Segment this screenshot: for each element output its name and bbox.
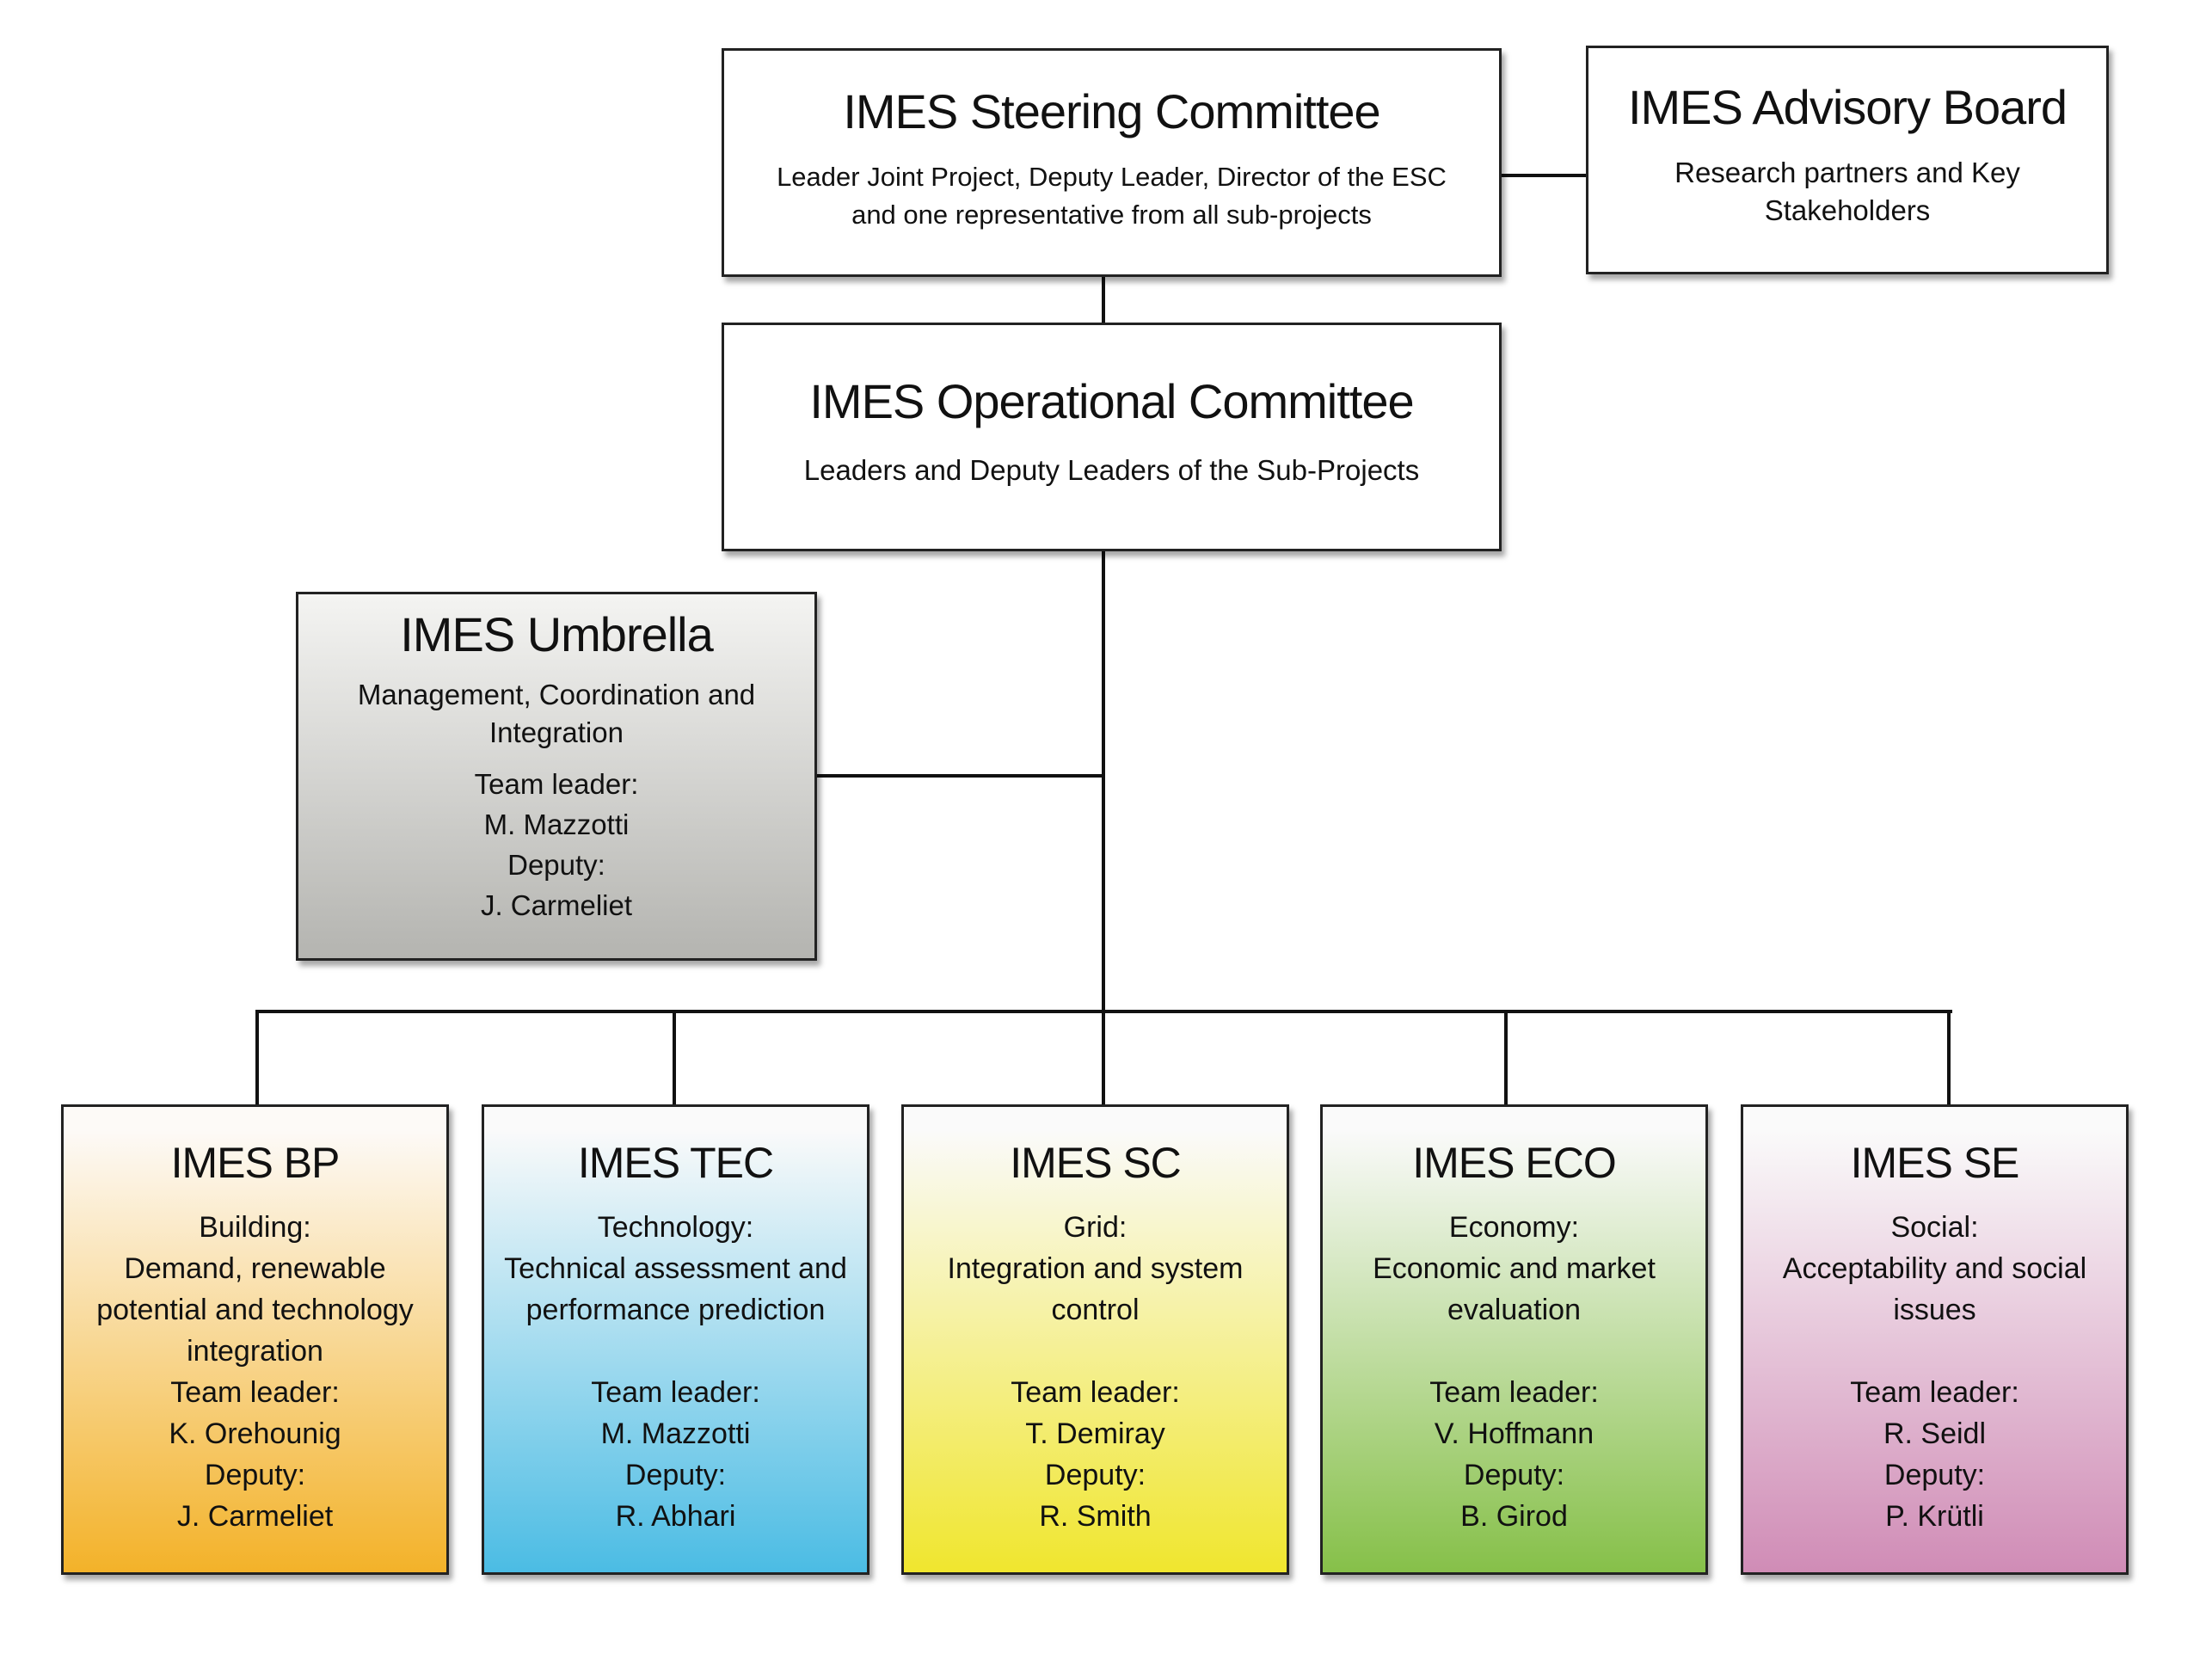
leader-label: Team leader: bbox=[591, 1376, 760, 1409]
deputy-name: J. Carmeliet bbox=[480, 889, 633, 921]
umbrella-title: IMES Umbrella bbox=[400, 607, 714, 661]
unit-description-line: Integration and system bbox=[947, 1252, 1244, 1285]
unit-title: IMES TEC bbox=[577, 1139, 774, 1187]
leader-name: R. Seidl bbox=[1883, 1417, 1987, 1450]
unit-description-line: control bbox=[1051, 1294, 1140, 1326]
unit-area: Technology: bbox=[597, 1211, 754, 1244]
operational-title: IMES Operational Committee bbox=[809, 374, 1414, 428]
leader-name: M. Mazzotti bbox=[483, 808, 630, 840]
unit-box-sc: IMES SC Grid: Integration and system contro… bbox=[901, 1104, 1289, 1575]
umbrella-people: Team leader: M. Mazzotti Deputy: J. Carm… bbox=[298, 764, 814, 925]
leader-label: Team leader: bbox=[1011, 1376, 1180, 1409]
unit-title: IMES ECO bbox=[1412, 1139, 1616, 1187]
deputy-label: Deputy: bbox=[1044, 1459, 1146, 1491]
umbrella-line: Integration bbox=[489, 716, 624, 748]
deputy-label: Deputy: bbox=[624, 1459, 727, 1491]
unit-description-line: Demand, renewable bbox=[124, 1252, 386, 1285]
unit-box-bp: IMES BP Building: Demand, renewable potenti… bbox=[61, 1104, 449, 1575]
unit-box-tec: IMES TEC Technology: Technical assessment … bbox=[482, 1104, 869, 1575]
unit-area: Building: bbox=[199, 1211, 311, 1244]
steering-description: Leader Joint Project, Deputy Leader, Dir… bbox=[724, 158, 1499, 234]
unit-title: IMES SE bbox=[1850, 1139, 2020, 1187]
connector-drop-eco bbox=[1504, 1010, 1508, 1106]
connector-umbrella bbox=[817, 774, 1103, 778]
deputy-name: R. Smith bbox=[1039, 1500, 1152, 1533]
unit-description-line: potential and technology bbox=[96, 1294, 414, 1326]
connector-operational-trunk bbox=[1102, 551, 1105, 1013]
connector-steering-advisory bbox=[1502, 174, 1586, 177]
unit-box-eco: IMES ECO Economy: Economic and market evalu… bbox=[1320, 1104, 1708, 1575]
deputy-name: R. Abhari bbox=[615, 1500, 736, 1533]
deputy-label: Deputy: bbox=[1883, 1459, 1986, 1491]
leader-name: V. Hoffmann bbox=[1434, 1417, 1594, 1450]
unit-description-line: Technical assessment and bbox=[504, 1252, 847, 1285]
leader-label: Team leader: bbox=[1850, 1376, 2019, 1409]
connector-drop-se bbox=[1947, 1010, 1951, 1106]
unit-area: Social: bbox=[1890, 1211, 1979, 1244]
deputy-label: Deputy: bbox=[507, 849, 605, 881]
deputy-name: P. Krütli bbox=[1885, 1500, 1984, 1533]
unit-box-se: IMES SE Social: Acceptability and social is… bbox=[1741, 1104, 2129, 1575]
unit-description-line: issues bbox=[1893, 1294, 1976, 1326]
connector-drop-bp bbox=[255, 1010, 259, 1106]
advisory-title: IMES Advisory Board bbox=[1627, 80, 2068, 134]
unit-description-line: evaluation bbox=[1447, 1294, 1581, 1326]
leader-name: M. Mazzotti bbox=[600, 1417, 751, 1450]
connector-steering-operational bbox=[1102, 277, 1105, 324]
deputy-name: J. Carmeliet bbox=[176, 1500, 334, 1533]
steering-committee-box: IMES Steering Committee Leader Joint Pro… bbox=[722, 48, 1502, 277]
leader-name: K. Orehounig bbox=[169, 1417, 341, 1450]
unit-description-line: Economic and market bbox=[1373, 1252, 1656, 1285]
leader-name: T. Demiray bbox=[1025, 1417, 1165, 1450]
unit-description: Technology: Technical assessment and perfo… bbox=[484, 1207, 867, 1537]
unit-description-line: performance prediction bbox=[525, 1294, 826, 1326]
operational-description: Leaders and Deputy Leaders of the Sub-Pr… bbox=[803, 454, 1420, 486]
steering-line: Leader Joint Project, Deputy Leader, Dir… bbox=[777, 162, 1447, 192]
advisory-line: Stakeholders bbox=[1764, 194, 1931, 226]
operational-committee-box: IMES Operational Committee Leaders and D… bbox=[722, 323, 1502, 551]
unit-description-line: Acceptability and social bbox=[1782, 1252, 2087, 1285]
steering-line: and one representative from all sub-proj… bbox=[851, 200, 1372, 230]
connector-drop-tec bbox=[673, 1010, 676, 1106]
leader-label: Team leader: bbox=[474, 768, 639, 800]
unit-area: Economy: bbox=[1448, 1211, 1580, 1244]
deputy-label: Deputy: bbox=[204, 1459, 306, 1491]
connector-drop-sc bbox=[1102, 1010, 1105, 1106]
unit-title: IMES SC bbox=[1010, 1139, 1182, 1187]
unit-title: IMES BP bbox=[170, 1139, 341, 1187]
advisory-description: Research partners and Key Stakeholders bbox=[1588, 154, 2106, 230]
advisory-board-box: IMES Advisory Board Research partners an… bbox=[1586, 46, 2109, 274]
steering-title: IMES Steering Committee bbox=[843, 84, 1380, 138]
umbrella-box: IMES Umbrella Management, Coordination a… bbox=[296, 592, 817, 961]
advisory-line: Research partners and Key bbox=[1674, 157, 2020, 188]
umbrella-line: Management, Coordination and bbox=[357, 679, 756, 710]
unit-description-line: integration bbox=[187, 1335, 323, 1368]
leader-label: Team leader: bbox=[170, 1376, 340, 1409]
unit-area: Grid: bbox=[1063, 1211, 1128, 1244]
deputy-name: B. Girod bbox=[1460, 1500, 1568, 1533]
umbrella-description: Management, Coordination and Integration bbox=[298, 676, 814, 752]
leader-label: Team leader: bbox=[1429, 1376, 1599, 1409]
deputy-label: Deputy: bbox=[1463, 1459, 1565, 1491]
unit-description: Building: Demand, renewable potential and … bbox=[64, 1207, 446, 1537]
